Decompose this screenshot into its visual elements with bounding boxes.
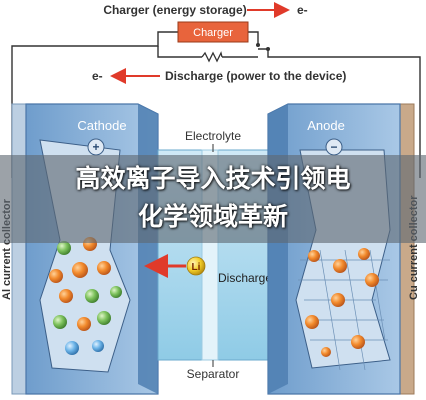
cathode-label: Cathode (77, 118, 126, 133)
title-overlay-banner (0, 155, 426, 243)
discharge-inner-label: Discharge (218, 271, 272, 285)
electron-left-label: e- (92, 69, 103, 83)
al-collector-plate (11, 103, 27, 395)
discharge-caption: Discharge (power to the device) (165, 69, 346, 83)
overlay-title-line-1: 高效离子导入技术引领电 (75, 164, 351, 193)
electron-right-label: e- (297, 3, 308, 17)
charger-caption: Charger (energy storage) (103, 3, 246, 17)
overlay-title-line-2: 化学领域革新 (137, 202, 288, 231)
cathode-sign: + (92, 140, 99, 154)
switch-contact (266, 47, 270, 51)
charger-box-label: Charger (193, 27, 233, 39)
li-ion-icon (186, 256, 206, 276)
li-ion-label: Li (192, 262, 201, 273)
switch-contact (256, 43, 260, 47)
separator-label: Separator (187, 367, 240, 381)
anode-label: Anode (307, 118, 345, 133)
anode-particles (305, 248, 379, 357)
anode-sign: − (330, 140, 337, 154)
charger-box (177, 21, 249, 43)
resistor-icon (201, 51, 223, 63)
overlay-title: 高效离子导入技术引领电 化学领域革新 (0, 160, 426, 236)
electrolyte-label: Electrolyte (185, 129, 241, 143)
